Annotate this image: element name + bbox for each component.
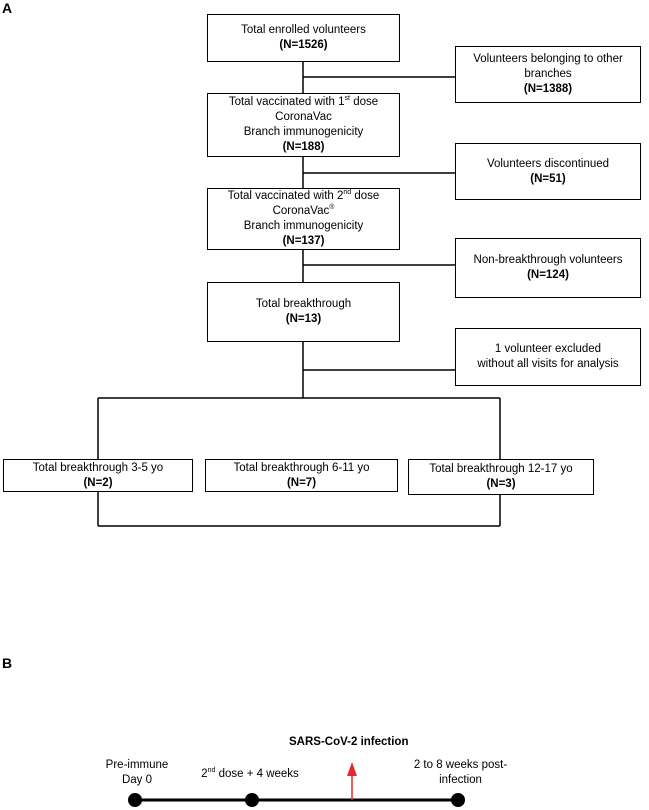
box-total-enrolled: Total enrolled volunteers (N=1526) (207, 14, 400, 62)
pre-immune-label: Pre-immune Day 0 (105, 759, 169, 786)
infection-label: SARS-CoV-2 infection (289, 736, 409, 748)
box-age-6-11: Total breakthrough 6-11 yo (N=7) (205, 459, 398, 492)
panel-a-label: A (2, 0, 13, 16)
age-12-17-count: (N=3) (486, 478, 516, 490)
enrolled-count: (N=1526) (279, 39, 328, 51)
box-non-breakthrough: Non-breakthrough volunteers (N=124) (455, 238, 641, 298)
box-age-3-5: Total breakthrough 3-5 yo (N=2) (3, 459, 193, 492)
breakthrough-label: Total breakthrough (255, 298, 352, 310)
discontinued-label: Volunteers discontinued (486, 157, 610, 170)
first-dose-branch: Branch immunogenicity (243, 126, 364, 138)
timeline-point-second-dose (245, 793, 259, 807)
box-age-12-17: Total breakthrough 12-17 yo (N=3) (408, 459, 594, 495)
age-6-11-label: Total breakthrough 6-11 yo (233, 461, 370, 474)
timeline (128, 762, 465, 807)
timeline-point-day0 (128, 793, 142, 807)
timeline-point-post-infection (451, 793, 465, 807)
box-discontinued: Volunteers discontinued (N=51) (455, 143, 641, 200)
other-branches-label-1: Volunteers belonging to other (473, 53, 623, 65)
age-6-11-count: (N=7) (286, 476, 317, 489)
box-total-breakthrough: Total breakthrough (N=13) (207, 282, 400, 342)
first-dose-count: (N=188) (282, 141, 325, 153)
excluded-label-1: 1 volunteer excluded (494, 343, 602, 355)
non-breakthrough-count: (N=124) (527, 269, 569, 281)
second-dose-title: Total vaccinated with 2nd dose (227, 189, 380, 202)
post-infection-label: 2 to 8 weeks post- infection (413, 759, 508, 786)
first-dose-vaccine: CoronaVac (275, 111, 332, 123)
second-dose-timeline-label: 2nd dose + 4 weeks (201, 767, 299, 780)
panel-b-label: B (2, 655, 13, 671)
first-dose-title: Total vaccinated with 1st dose (228, 95, 379, 108)
box-excluded: 1 volunteer excluded without all visits … (455, 328, 641, 386)
non-breakthrough-label: Non-breakthrough volunteers (473, 254, 623, 266)
excluded-label-2: without all visits for analysis (477, 358, 619, 370)
other-branches-label-2: branches (524, 68, 572, 80)
breakthrough-count: (N=13) (285, 313, 322, 325)
box-second-dose: Total vaccinated with 2nd dose CoronaVac… (207, 188, 400, 250)
enrolled-label: Total enrolled volunteers (241, 24, 366, 36)
box-other-branches: Volunteers belonging to other branches (… (455, 46, 641, 103)
second-dose-branch: Branch immunogenicity (243, 220, 364, 232)
other-branches-count: (N=1388) (523, 83, 573, 95)
age-3-5-count: (N=2) (83, 476, 113, 489)
second-dose-count: (N=137) (282, 235, 325, 247)
box-first-dose: Total vaccinated with 1st dose CoronaVac… (207, 93, 400, 157)
age-3-5-label: Total breakthrough 3-5 yo (32, 461, 164, 474)
discontinued-count: (N=51) (530, 172, 566, 185)
age-12-17-label: Total breakthrough 12-17 yo (429, 463, 573, 475)
second-dose-vaccine: CoronaVac® (272, 204, 335, 217)
